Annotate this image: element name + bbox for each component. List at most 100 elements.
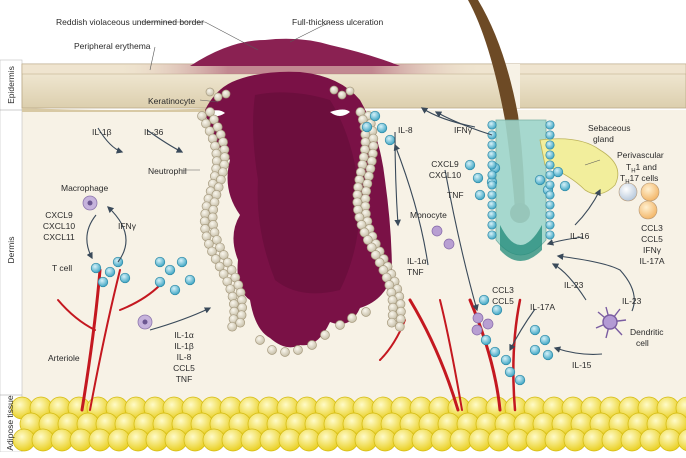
t-cell xyxy=(472,172,484,184)
neutrophil-cell xyxy=(214,261,225,272)
follicle-cell xyxy=(545,220,555,230)
t-cell xyxy=(529,324,541,336)
layer-label-dermis: Dermis xyxy=(6,236,16,264)
follicle-cell xyxy=(545,130,555,140)
neutrophil-cell xyxy=(222,257,233,268)
bottom-list-3: IL-8 xyxy=(176,352,192,362)
t-cell xyxy=(154,276,166,288)
mediator-il36: IL-36 xyxy=(144,127,164,137)
follicle-cell xyxy=(487,170,497,180)
t-cell xyxy=(534,174,546,186)
th-list-2: CCL5 xyxy=(641,234,663,244)
layer-scale-bar xyxy=(0,59,23,452)
t-cell xyxy=(491,304,503,316)
t-cell xyxy=(97,276,109,288)
t-cell xyxy=(154,256,166,268)
label-macrophage: Macrophage xyxy=(61,183,109,193)
th-list-1: CCL3 xyxy=(641,223,663,233)
t-cell xyxy=(369,110,381,122)
t-cell xyxy=(539,334,551,346)
label-dendritic-2: cell xyxy=(636,338,649,348)
neutrophil-cell xyxy=(267,345,277,355)
fat-lobule xyxy=(677,429,686,451)
ccl-mid-1: CCL3 xyxy=(492,285,514,295)
il1a-tnf-2: TNF xyxy=(407,267,424,277)
t-cell xyxy=(529,344,541,356)
ulcer-bulge xyxy=(190,38,400,66)
cxcl-mid-2: CXCL10 xyxy=(428,170,462,180)
neutrophil-cluster xyxy=(197,85,406,357)
t-cell xyxy=(169,284,181,296)
neutrophil-cell xyxy=(293,345,303,355)
label-perivascular-1: Perivascular xyxy=(617,150,664,160)
neutrophil-cell xyxy=(210,254,221,264)
ulcer-body xyxy=(205,71,392,348)
label-perivascular-3: TH17 cells xyxy=(620,173,659,186)
mediator-il16: IL-16 xyxy=(570,231,590,241)
follicle-cell xyxy=(487,120,497,130)
peripheral-erythema xyxy=(120,64,480,74)
neutrophil-cell xyxy=(366,242,377,253)
label-erythema: Peripheral erythema xyxy=(74,41,151,51)
neutrophil-cell xyxy=(235,317,246,328)
keratinocyte-cell xyxy=(329,85,339,95)
t-cell xyxy=(184,274,196,286)
t-cell xyxy=(480,334,492,346)
follicle-cell xyxy=(545,230,555,240)
neutrophil-cell xyxy=(307,340,317,350)
neutrophil-cell xyxy=(362,235,373,245)
follicle-cell xyxy=(487,150,497,160)
neutrophil-cell xyxy=(197,111,207,121)
neutrophil-cell xyxy=(361,307,371,317)
mac-chem-3: CXCL11 xyxy=(43,232,75,242)
t-cell xyxy=(489,346,501,358)
bottom-list-1: IL-1α xyxy=(174,330,194,340)
t-cell xyxy=(464,159,476,171)
t-cell xyxy=(559,180,571,192)
t-cell xyxy=(500,354,512,366)
follicle-cell xyxy=(545,200,555,210)
keratinocyte-cell xyxy=(213,92,223,102)
follicle-cell xyxy=(487,190,497,200)
mediator-il17a: IL-17A xyxy=(530,302,556,312)
neutrophil-cell xyxy=(255,335,265,345)
neutrophil-cell xyxy=(320,330,330,340)
layer-label-epidermis: Epidermis xyxy=(6,66,16,104)
follicle-cell xyxy=(545,210,555,220)
label-t-cell: T cell xyxy=(52,263,73,273)
mac-chem-1: CXCL9 xyxy=(45,210,73,220)
label-monocyte: Monocyte xyxy=(410,210,447,220)
follicle-cell xyxy=(487,220,497,230)
label-arteriole: Arteriole xyxy=(48,353,80,363)
label-undermined-border: Reddish violaceous undermined border xyxy=(56,17,204,27)
follicle-cell xyxy=(545,150,555,160)
annotation-leaders xyxy=(140,21,601,171)
label-keratinocyte: Keratinocyte xyxy=(148,96,196,106)
label-dendritic-1: Dendritic xyxy=(630,327,664,337)
t-cell xyxy=(104,266,116,278)
adipose-fat-lobules xyxy=(10,396,686,452)
keratinocyte-cell xyxy=(221,89,231,99)
follicle-cell xyxy=(487,200,497,210)
t-cell xyxy=(384,134,396,146)
mediator-ifng-left: IFNγ xyxy=(118,221,136,231)
neutrophil-cell xyxy=(218,250,229,260)
t-cell xyxy=(361,121,373,133)
mac-chem-2: CXCL10 xyxy=(42,221,76,231)
keratinocyte-cell xyxy=(205,87,215,97)
label-ulceration: Full-thickness ulceration xyxy=(292,17,384,27)
mediator-il23-a: IL-23 xyxy=(564,280,584,290)
follicle-cell xyxy=(545,160,555,170)
t-cell-cluster xyxy=(90,110,571,386)
follicle-cell xyxy=(487,180,497,190)
bottom-list-4: CCL5 xyxy=(173,363,195,373)
neutrophil-cell xyxy=(205,107,215,117)
mediator-il1b: IL-1β xyxy=(92,127,112,137)
t-cell xyxy=(504,366,516,378)
follicle-cell xyxy=(487,210,497,220)
signal-arrows xyxy=(86,107,635,355)
monocyte-cells xyxy=(431,225,494,336)
mediator-ifng-top: IFNγ xyxy=(454,125,472,135)
perivascular-th-cells xyxy=(618,182,660,220)
